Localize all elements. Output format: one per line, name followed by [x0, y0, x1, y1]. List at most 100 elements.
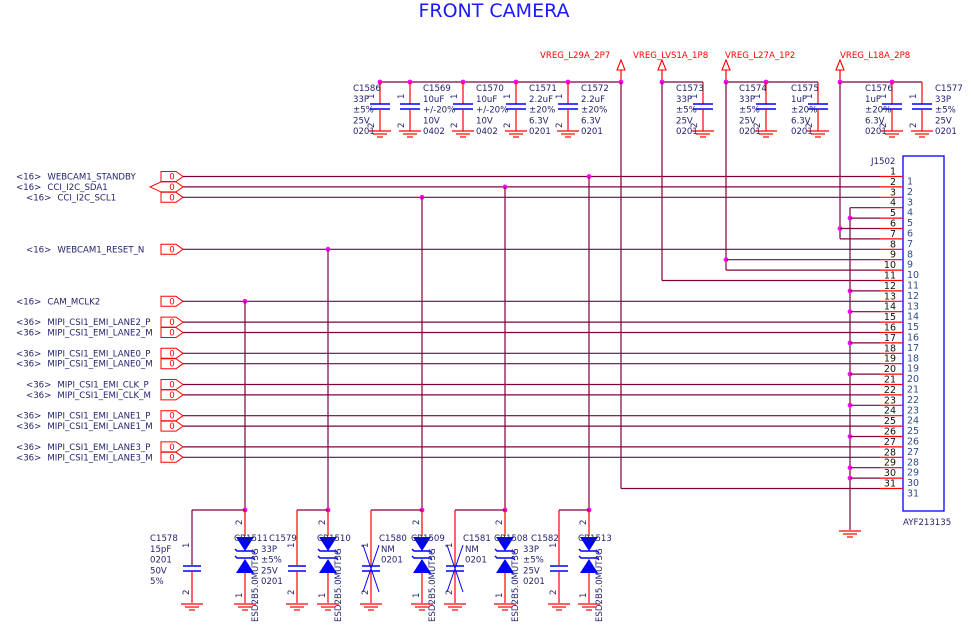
sheet-ref[interactable]: <36> — [26, 381, 51, 391]
sheet-title: FRONT CAMERA — [418, 0, 569, 22]
cap-pkg: 0201 — [581, 127, 603, 137]
connector-pin-number-right: 19 — [907, 364, 919, 375]
diode-part: ESD2B5.0MUT3G — [595, 548, 605, 622]
cap-ref: C1572 — [581, 84, 609, 94]
cap-tol: ±20% — [529, 106, 555, 116]
connector-pin-number-right: 3 — [907, 197, 913, 208]
connector-pin-number-left: 25 — [884, 416, 896, 427]
cap-volt: 10V — [423, 116, 440, 126]
connector-pin-number-right: 18 — [907, 353, 919, 364]
cap-pkg: 0201 — [353, 127, 375, 137]
sheet-ref[interactable]: <36> — [16, 349, 41, 359]
signal-webcam1-standby: <16> WEBCAM1_STANDBY — [16, 171, 184, 183]
diode-icon — [496, 537, 514, 551]
cap-pkg: 0201 — [791, 127, 813, 137]
sheet-ref[interactable]: <16> — [16, 183, 41, 193]
cap-volt: 25V — [523, 566, 540, 576]
sheet-ref[interactable]: <36> — [16, 318, 41, 328]
cap-value: 33P — [676, 95, 692, 105]
offpage-port-icon — [160, 441, 184, 453]
ground-icon — [181, 603, 203, 611]
sheet-ref[interactable]: <36> — [16, 422, 41, 432]
connector-pin-number-right: 17 — [907, 343, 919, 354]
cap-pkg: 0402 — [423, 127, 445, 137]
connector-pin-number-left: 29 — [884, 458, 896, 469]
port-marker: 0 — [169, 297, 174, 307]
connector-pin-number-right: 15 — [907, 322, 919, 333]
pin-number: 1 — [549, 543, 559, 548]
port-marker: 0 — [169, 422, 174, 432]
diode-icon — [236, 537, 254, 551]
connector-pin-number-left: 11 — [884, 271, 896, 282]
signal-mipi-csi1-emi-clk-p: <36>MIPI_CSI1_EMI_CLK_P — [26, 379, 184, 391]
signal-label: <36>MIPI_CSI1_EMI_LANE3_P — [16, 443, 150, 453]
diode-ref: CR1508 — [494, 534, 528, 544]
pin-number: 1 — [753, 94, 763, 99]
connector-pin-number-right: 28 — [907, 457, 919, 468]
diode-bar — [317, 548, 339, 554]
cap-value: 2.2uF — [581, 95, 605, 105]
connector-pin-number-left: 3 — [890, 187, 896, 198]
not-mounted-icon — [446, 544, 464, 593]
port-marker: 0 — [169, 245, 174, 255]
sheet-ref[interactable]: <36> — [26, 391, 51, 401]
cap-ref: C1575 — [791, 84, 819, 94]
cap-value: 2.2uF — [529, 95, 553, 105]
net-name: WEBCAM1_STANDBY — [47, 173, 136, 183]
sheet-ref[interactable]: <36> — [16, 412, 41, 422]
sheet-ref[interactable]: <16> — [26, 193, 51, 203]
pin-number: 2 — [909, 123, 919, 128]
ground-icon — [548, 603, 570, 611]
connector-pin-number-right: 7 — [907, 239, 913, 250]
cap-volt: 6.3V — [865, 116, 885, 126]
net-name: MIPI_CSI1_EMI_LANE1_P — [47, 412, 150, 422]
pin-number: 2 — [503, 123, 513, 128]
diode-bar — [494, 555, 516, 561]
sheet-ref[interactable]: <16> — [16, 297, 41, 307]
connector-pin-number-left: 14 — [884, 302, 896, 313]
connector-pin-number-left: 10 — [884, 260, 896, 271]
net-name: CAM_MCLK2 — [47, 297, 100, 307]
cap-ref: C1570 — [476, 84, 504, 94]
cap-pkg: 0201 — [150, 556, 172, 566]
cap-tol: ±20% — [865, 106, 891, 116]
diode-bar — [234, 548, 256, 554]
sheet-ref[interactable]: <36> — [16, 453, 41, 463]
port-marker: 0 — [169, 318, 174, 328]
cap-value: 33P — [353, 95, 369, 105]
cap-volt: 10V — [476, 116, 493, 126]
sheet-ref[interactable]: <36> — [16, 443, 41, 453]
connector-pin-number-right: 11 — [907, 281, 919, 292]
port-marker: 0 — [169, 360, 174, 370]
sheet-ref[interactable]: <16> — [16, 173, 41, 183]
pin-number: 2 — [412, 520, 422, 525]
ground-icon — [360, 603, 382, 611]
connector-pin-number-left: 8 — [890, 239, 896, 250]
port-marker: 0 — [169, 391, 174, 401]
cap-value: 33P — [739, 95, 755, 105]
signal-label: <36>MIPI_CSI1_EMI_CLK_P — [26, 381, 149, 391]
ground-icon — [881, 130, 903, 138]
sheet-ref[interactable]: <16> — [26, 245, 51, 255]
ground-icon — [692, 130, 714, 138]
pin-number: 1 — [445, 543, 455, 548]
cap-volt: 6.3V — [581, 116, 601, 126]
cap-tol: ±20% — [581, 106, 607, 116]
cap-value: 10uF — [476, 95, 497, 105]
offpage-port-icon — [160, 191, 184, 203]
signal-mipi-csi1-emi-lane3-m: <36>MIPI_CSI1_EMI_LANE3_M — [16, 451, 184, 463]
power-arrow-icon — [616, 58, 626, 71]
signal-webcam1-reset-n: <16>WEBCAM1_RESET_N — [26, 243, 184, 255]
sheet-ref[interactable]: <36> — [16, 360, 41, 370]
sheet-ref[interactable]: <36> — [16, 329, 41, 339]
signal-label: <16>CCI_I2C_SCL1 — [26, 193, 116, 203]
cap-volt: 25V — [353, 116, 370, 126]
cap-ref: C1577 — [935, 84, 963, 94]
ground-icon — [286, 603, 308, 611]
connector-pin-number-left: 1 — [890, 167, 896, 178]
offpage-port-icon — [160, 420, 184, 432]
connector-pin-number-right: 27 — [907, 447, 919, 458]
cap-value: 10uF — [423, 95, 444, 105]
pin-number: 1 — [367, 94, 377, 99]
